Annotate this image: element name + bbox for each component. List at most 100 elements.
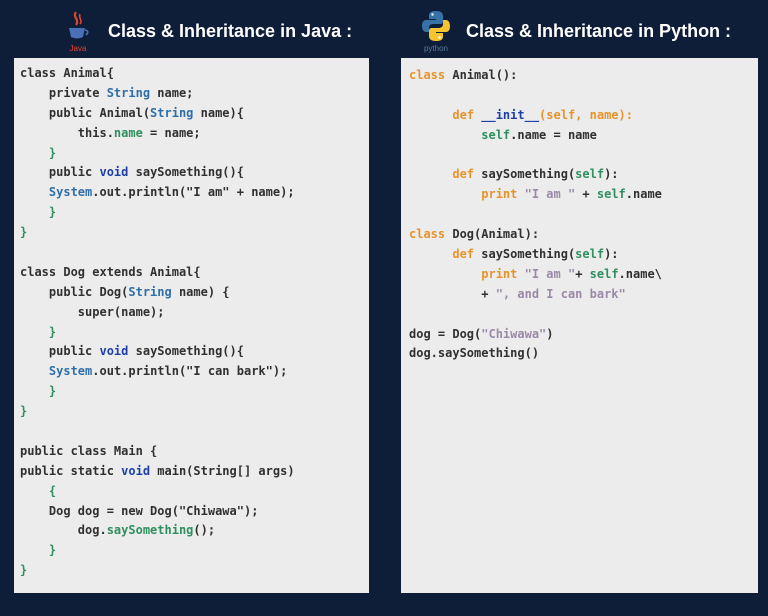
- code-line: dog = Dog("Chiwawa"): [409, 325, 758, 345]
- code-token: = name;: [142, 125, 201, 140]
- code-token: String: [150, 105, 194, 120]
- code-line: System.out.println("I am" + name);: [20, 183, 369, 203]
- code-token: private: [20, 85, 107, 100]
- code-line: [409, 305, 758, 325]
- code-token: }: [20, 225, 28, 240]
- code-token: ):: [604, 167, 619, 182]
- code-line: class Animal():: [409, 66, 758, 86]
- code-line: [409, 205, 758, 225]
- code-line: this.name = name;: [20, 124, 369, 144]
- python-logo-icon: [422, 11, 450, 41]
- code-line: }: [20, 144, 369, 164]
- code-line: public Animal(String name){: [20, 104, 369, 124]
- code-token: public Dog(: [20, 284, 129, 299]
- code-token: this.: [20, 125, 114, 140]
- code-line: def saySomething(self):: [409, 165, 758, 185]
- code-token: Dog dog = new Dog("Chiwawa");: [20, 503, 259, 518]
- code-token: "I am ": [524, 266, 576, 281]
- code-token: saySomething(){: [128, 165, 244, 180]
- code-token: void: [121, 463, 151, 478]
- code-line: Dog dog = new Dog("Chiwawa");: [20, 502, 369, 522]
- code-line: [409, 86, 758, 106]
- code-token: }: [20, 404, 28, 419]
- code-token: self: [596, 187, 626, 202]
- code-line: + ", and I can bark": [409, 285, 758, 305]
- code-line: def saySomething(self):: [409, 245, 758, 265]
- code-line: [20, 243, 369, 263]
- code-token: ):: [604, 247, 619, 262]
- code-token: String: [106, 85, 151, 100]
- code-token: }: [20, 205, 57, 220]
- code-token: ();: [193, 523, 216, 538]
- code-line: }: [20, 561, 369, 581]
- code-token: main(String[] args): [150, 463, 295, 478]
- code-line: }: [20, 223, 369, 243]
- code-token: "I am ": [524, 187, 576, 202]
- code-token: }: [20, 324, 57, 339]
- code-token: (self,: [539, 107, 590, 122]
- code-line: public Dog(String name) {: [20, 283, 369, 303]
- code-token: name) {: [171, 284, 230, 299]
- java-code-panel: class Animal{ private String name; publi…: [14, 58, 369, 593]
- code-token: public Animal(: [20, 105, 151, 120]
- code-token: print: [481, 187, 525, 202]
- code-token: dog = Dog(: [409, 326, 482, 341]
- code-token: Dog(Animal):: [445, 227, 540, 242]
- code-line: }: [20, 541, 369, 561]
- code-line: dog.saySomething(): [409, 344, 758, 364]
- code-line: private String name;: [20, 84, 369, 104]
- code-token: }: [20, 543, 57, 558]
- code-line: }: [20, 323, 369, 343]
- code-token: }: [20, 145, 57, 160]
- java-coffee-cup-icon: [69, 11, 89, 39]
- code-line: }: [20, 402, 369, 422]
- code-token: +: [575, 266, 590, 281]
- code-token: +: [409, 286, 496, 301]
- code-token: .name = name: [510, 127, 597, 142]
- code-token: .out.println("I am" + name);: [92, 185, 295, 200]
- java-code-block: class Animal{ private String name; publi…: [20, 64, 369, 581]
- code-token: self: [589, 266, 619, 281]
- code-token: public: [20, 344, 100, 359]
- code-token: name):: [589, 107, 633, 122]
- code-token: ", and I can bark": [495, 286, 626, 301]
- code-token: "Chiwawa": [481, 326, 547, 341]
- code-token: name: [113, 125, 143, 140]
- code-token: System: [48, 364, 93, 379]
- code-token: .name\: [618, 266, 662, 281]
- code-line: class Animal{: [20, 64, 369, 84]
- code-line: [20, 422, 369, 442]
- code-token: public class Main {: [20, 443, 158, 458]
- code-token: .name: [625, 187, 662, 202]
- code-token: saySomething: [106, 523, 194, 538]
- python-title: Class & Inheritance in Python :: [466, 20, 732, 41]
- code-token: saySomething(){: [128, 344, 244, 359]
- code-token: dog.saySomething(): [409, 346, 540, 361]
- java-title: Class & Inheritance in Java :: [108, 20, 353, 41]
- code-token: class Dog extends Animal{: [20, 264, 201, 279]
- python-logo-caption: python: [423, 44, 449, 53]
- code-token: saySomething(: [481, 167, 576, 182]
- code-token: __init__: [481, 107, 540, 122]
- code-token: dog.: [20, 523, 107, 538]
- code-token: def: [409, 247, 482, 262]
- code-line: {: [20, 482, 369, 502]
- code-token: {: [20, 483, 57, 498]
- code-token: .out.println("I can bark");: [92, 364, 288, 379]
- code-token: [20, 185, 49, 199]
- code-token: saySomething(: [481, 247, 576, 262]
- python-code-block: class Animal(): def __init__(self, name)…: [409, 66, 758, 364]
- code-token: name){: [193, 105, 244, 120]
- code-line: public void saySomething(){: [20, 163, 369, 183]
- code-line: self.name = name: [409, 126, 758, 146]
- code-token: +: [575, 187, 597, 202]
- code-line: class Dog(Animal):: [409, 225, 758, 245]
- code-token: [20, 364, 49, 378]
- code-token: [409, 187, 481, 201]
- python-logo: python: [420, 9, 452, 53]
- code-token: class: [409, 227, 446, 242]
- code-token: self: [575, 167, 605, 182]
- code-token: }: [20, 563, 28, 578]
- code-token: name;: [150, 85, 194, 100]
- code-token: [409, 128, 481, 142]
